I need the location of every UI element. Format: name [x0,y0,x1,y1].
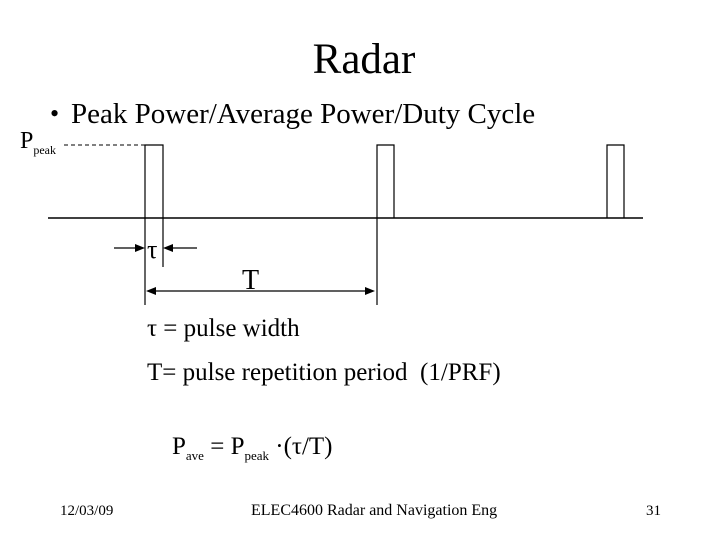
tau-definition: τ = pulse width [147,315,300,342]
bullet-item: • Peak Power/Average Power/Duty Cycle [50,97,535,132]
tau-arrow-left-head-icon [135,244,145,252]
p-peak-base: P [20,128,34,154]
slide-title: Radar [312,36,416,83]
p-peak-subscript: peak [33,142,57,157]
period-arrow-right-head-icon [365,287,375,295]
tau-symbol: τ [147,235,157,264]
period-definition: T= pulse repetition period (1/PRF) [147,359,501,386]
p-peak-label: Ppeak [20,128,56,156]
formula-rhs-base: P [230,433,245,460]
pulse-2 [376,144,395,305]
footer-date: 12/03/09 [60,503,114,519]
bullet-icon: • [50,99,60,128]
formula-lhs-base: P [172,433,186,460]
pulse-3 [606,144,625,218]
footer-course-title: ELEC4600 Radar and Navigation Eng [251,502,498,519]
period-arrow-left-head-icon [146,287,156,295]
pulse-train-diagram: τ T [48,144,643,305]
tau-arrow-right-head-icon [163,244,173,252]
formula-rhs-subscript: peak [244,448,270,463]
formula-lhs-subscript: ave [185,448,204,463]
period-symbol: T [242,265,259,296]
footer-page-number: 31 [646,503,661,519]
bullet-text: Peak Power/Average Power/Duty Cycle [71,98,536,130]
pulse-1 [144,144,164,305]
average-power-formula: Pave = Ppeak ·(τ/T) [147,402,333,492]
formula-factor: ·(τ/T) [269,433,333,460]
formula-equals: = [203,433,231,460]
